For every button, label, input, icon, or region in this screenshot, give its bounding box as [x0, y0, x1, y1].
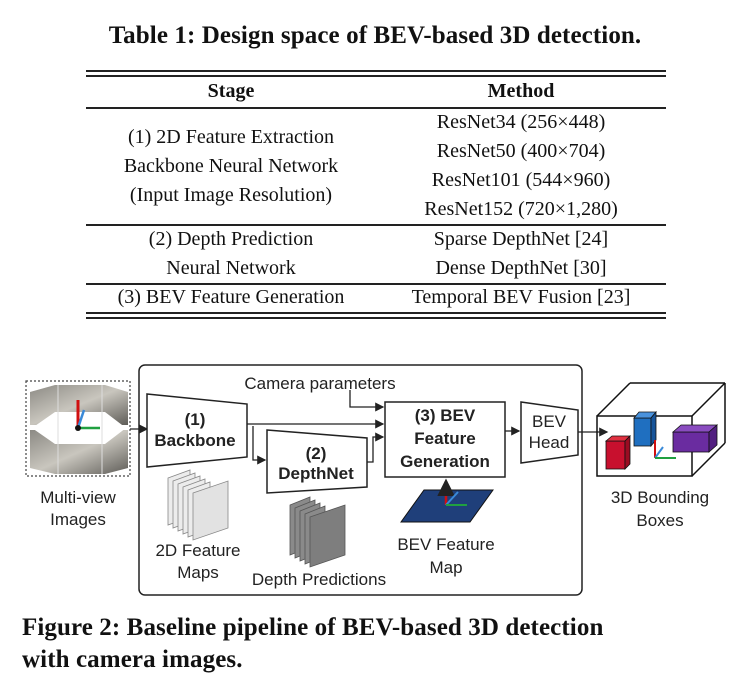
- table-row-rule-2: [86, 283, 666, 285]
- multiview-images-icon: [25, 380, 131, 477]
- table-bottom-rule-1: [86, 312, 666, 314]
- label-bevgen-2: Feature: [414, 429, 475, 448]
- depth-predictions-icon: [289, 496, 346, 568]
- label-bevgen-3: Generation: [400, 452, 490, 471]
- stage-1-line-2: Backbone Neural Network: [123, 155, 339, 177]
- label-boxes-2: Boxes: [636, 511, 683, 530]
- backbone-block: [146, 393, 248, 468]
- label-multiview-2: Images: [50, 510, 106, 529]
- table-top-rule-2: [86, 75, 666, 77]
- label-bevgen-1: (3) BEV: [415, 406, 476, 425]
- stage-2-line-1: (2) Depth Prediction: [148, 228, 314, 250]
- bev-head-block: [520, 401, 579, 464]
- label-depthnet-2: DepthNet: [278, 464, 354, 483]
- bev-feature-map-icon: [400, 478, 494, 523]
- label-bev-map-2: Map: [429, 558, 462, 577]
- label-multiview-1: Multi-view: [40, 488, 116, 507]
- header-method: Method: [487, 80, 555, 102]
- table-top-rule-1: [86, 70, 666, 72]
- header-stage: Stage: [207, 80, 255, 102]
- label-feature-maps-1: 2D Feature: [155, 541, 240, 560]
- label-bevhead-1: BEV: [532, 412, 567, 431]
- method-dense-depthnet: Dense DepthNet [30]: [435, 257, 607, 279]
- label-boxes-1: 3D Bounding: [611, 488, 709, 507]
- label-feature-maps-2: Maps: [177, 563, 219, 582]
- axis-y-icon: [76, 409, 86, 429]
- label-backbone-2: Backbone: [154, 431, 235, 450]
- method-temporal-bev-fusion: Temporal BEV Fusion [23]: [411, 286, 631, 308]
- table-row-rule-1: [86, 224, 666, 226]
- table-header-rule: [86, 107, 666, 109]
- method-resnet50: ResNet50 (400×704): [436, 140, 606, 162]
- pipeline-container: [138, 364, 583, 596]
- method-sparse-depthnet: Sparse DepthNet [24]: [433, 228, 609, 250]
- 3d-bounding-boxes-icon: [596, 382, 726, 477]
- label-camera-parameters: Camera parameters: [244, 374, 395, 393]
- stage-3-line-1: (3) BEV Feature Generation: [117, 286, 345, 308]
- label-bevhead-2: Head: [529, 433, 570, 452]
- table-caption: Table 1: Design space of BEV-based 3D de…: [108, 22, 642, 49]
- label-backbone-1: (1): [185, 410, 206, 429]
- depthnet-block: [266, 429, 368, 494]
- bev-feature-generation-block: [384, 401, 506, 478]
- label-depth-predictions: Depth Predictions: [252, 570, 386, 589]
- stage-2-line-2: Neural Network: [166, 257, 296, 279]
- figure-caption-line-2: with camera images.: [22, 646, 243, 673]
- figure-caption-line-1: Figure 2: Baseline pipeline of BEV-based…: [22, 614, 604, 641]
- method-resnet34: ResNet34 (256×448): [436, 111, 606, 133]
- method-resnet101: ResNet101 (544×960): [431, 169, 611, 191]
- method-resnet152: ResNet152 (720×1,280): [424, 198, 618, 220]
- stage-1-line-1: (1) 2D Feature Extraction: [127, 126, 335, 148]
- feature-maps-icon: [167, 469, 229, 541]
- stage-1-line-3: (Input Image Resolution): [129, 184, 333, 206]
- label-depthnet-1: (2): [306, 444, 327, 463]
- table-bottom-rule-2: [86, 317, 666, 319]
- label-bev-map-1: BEV Feature: [397, 535, 494, 554]
